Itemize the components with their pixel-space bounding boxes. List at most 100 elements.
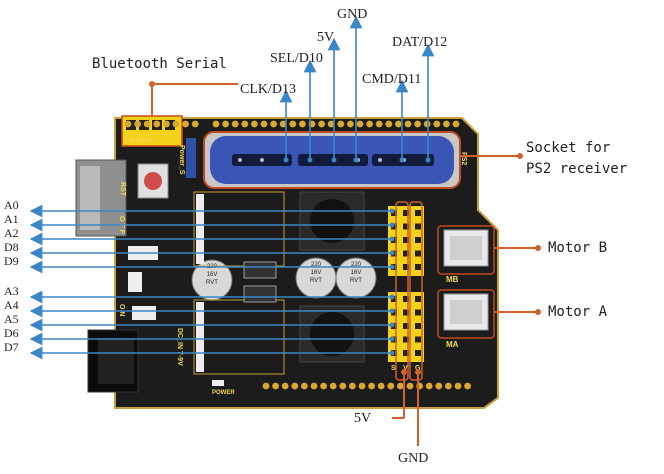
header-pad (368, 382, 375, 390)
header-pin (415, 296, 421, 302)
top-label-sel: SEL/D10 (270, 51, 323, 66)
header-pad (320, 382, 327, 390)
header-pad (337, 120, 345, 128)
header-pad (172, 120, 180, 128)
capacitor-3 (335, 257, 377, 299)
usb-connector (75, 159, 127, 237)
capacitor-text: RVT (206, 280, 218, 286)
power-led (212, 380, 224, 386)
power-label: POWER (212, 390, 235, 396)
pin-dot (389, 294, 395, 300)
header-pin (415, 309, 421, 316)
header-pad (404, 120, 412, 128)
pin-label-a3: A3 (4, 284, 19, 298)
dc-in-label: DC_IN 7-9V (176, 328, 183, 366)
header-pin (415, 336, 421, 343)
header-pad (318, 120, 325, 128)
header-pin (415, 237, 421, 243)
header-pad (310, 382, 318, 390)
pin-dot (389, 236, 395, 242)
dc-jack (87, 329, 139, 393)
header-pin (403, 350, 409, 356)
bt-pin-labels: V G RX TX (124, 138, 154, 144)
header-pad (397, 382, 404, 390)
pin-dot (389, 308, 395, 314)
smd-2 (243, 285, 277, 303)
header-pad (279, 120, 287, 128)
header-pad (251, 120, 258, 128)
driver-chip-2 (193, 299, 285, 375)
smd-6 (196, 194, 204, 264)
header-pad (435, 382, 443, 390)
bottom-label-gnd: GND (398, 451, 429, 466)
header-pad (358, 382, 366, 390)
header-pad (134, 120, 142, 128)
signal-dot (425, 157, 431, 163)
pin-dot (389, 222, 395, 228)
smd-1 (243, 261, 277, 279)
header-pad (339, 382, 347, 390)
signal-dot (283, 157, 289, 163)
header-pad (414, 120, 421, 128)
power-switch (186, 138, 196, 178)
svg-pin-letter: S (391, 365, 396, 372)
header-pad (375, 120, 383, 128)
header-pin (403, 336, 409, 343)
rst-label: RST (119, 182, 126, 197)
capacitor-text: 220 (351, 262, 362, 268)
smd-5 (132, 306, 156, 320)
header-pad (445, 382, 452, 390)
header-pin (403, 264, 409, 270)
header-pad (289, 120, 297, 128)
header-pad (291, 382, 299, 390)
bottom-5v-callout (392, 369, 407, 419)
header-pin (391, 210, 397, 216)
capacitor-text: RVT (350, 278, 362, 284)
top-label-clk: CLK/D13 (240, 82, 296, 97)
header-pad (454, 382, 462, 390)
header-pad (231, 120, 239, 128)
header-pad (347, 120, 354, 128)
mb-label: MB (446, 275, 459, 284)
header-pad (395, 120, 402, 128)
smd-4 (128, 272, 142, 292)
header-pad (452, 120, 460, 128)
header-pad (425, 382, 433, 390)
header-pin (403, 296, 409, 302)
pin-dot (389, 250, 395, 256)
header-pad (377, 382, 385, 390)
header-pad (212, 120, 220, 128)
header-pad (124, 120, 132, 128)
pin-dot (389, 322, 395, 328)
header-pad (366, 120, 373, 128)
bluetooth-callout (149, 81, 238, 116)
header-pin (415, 323, 421, 329)
pin-label-d7: D7 (4, 340, 19, 354)
pin-dot (389, 336, 395, 342)
pin-label-d8: D8 (4, 240, 19, 254)
header-pad (327, 120, 335, 128)
header-pad (182, 120, 190, 128)
header-pin (415, 264, 421, 270)
header-pad (433, 120, 441, 128)
header-pad (260, 120, 268, 128)
header-pin (403, 309, 409, 316)
header-pin (403, 223, 409, 230)
power-s-label: Power_S (178, 145, 185, 175)
v-column-outline (395, 201, 409, 381)
header-pad (222, 120, 230, 128)
header-pad (464, 382, 471, 390)
header-pad (191, 120, 199, 128)
header-pin (403, 210, 409, 216)
pin-label-a5: A5 (4, 312, 19, 326)
svg-pin-letter: G (415, 365, 421, 372)
header-pad (356, 120, 364, 128)
header-pin (403, 323, 409, 329)
pin-label-a1: A1 (4, 212, 19, 226)
header-pad (153, 120, 161, 128)
header-pin (415, 223, 421, 230)
capacitor-text: 16V (311, 270, 322, 276)
motor-b-callout (494, 245, 541, 251)
header-pad (281, 382, 289, 390)
